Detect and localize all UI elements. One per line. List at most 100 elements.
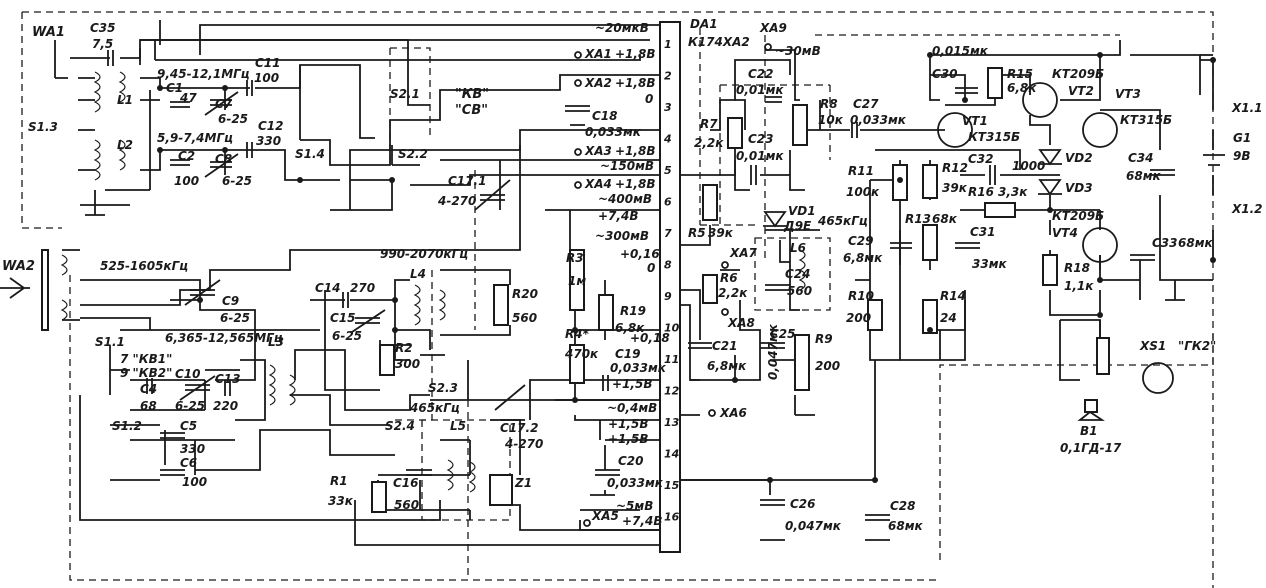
label-c6-value: 100: [182, 475, 207, 489]
label-c32-value: 1000: [1012, 159, 1045, 173]
label-v016: +0,16: [620, 247, 660, 261]
resistor-r12: [922, 164, 938, 199]
label-r11-value: 100к: [846, 185, 880, 199]
label-r19: R19: [620, 304, 646, 318]
label-kv2: 9 "КВ2": [120, 366, 172, 380]
label-v74b: +7,4В: [622, 514, 662, 528]
ic-pin-1: 1: [664, 38, 672, 51]
label-v18c: +1,8В: [615, 144, 655, 158]
label-c22-value: 0,01мк: [736, 83, 784, 97]
label-c172: C17.2: [500, 421, 538, 435]
ic-pin-9: 9: [664, 290, 672, 303]
label-r2: R2: [395, 341, 413, 355]
label-freq-1: 9,45-12,1МГц: [157, 67, 250, 81]
label-b1: B1: [1080, 424, 1098, 438]
label-r3: R3: [566, 251, 584, 265]
label-c27-value: 0,033мк: [850, 113, 907, 127]
label-r18: R18: [1064, 261, 1090, 275]
resistor-r4: [569, 344, 585, 384]
label-r8: R8: [820, 97, 838, 111]
label-c28: C28: [890, 499, 916, 513]
label-sv: "СВ": [455, 103, 488, 118]
resistor-r6: [702, 274, 718, 304]
label-v74: +7,4В: [598, 209, 638, 223]
label-c4: C4: [140, 382, 157, 396]
label-v30mv: ~30мВ: [775, 44, 821, 58]
label-c9: C9: [222, 294, 239, 308]
ic-pin-14: 14: [664, 448, 679, 461]
label-c8: C8: [215, 152, 232, 166]
label-c35-value: 7,5: [92, 37, 113, 51]
label-vt2-type: КТ209Б: [1052, 67, 1104, 81]
label-v04: ~0,4мВ: [607, 401, 657, 415]
label-c4-value: 68: [140, 399, 157, 413]
label-c15: C15: [330, 311, 356, 325]
resistor-r18: [1042, 254, 1058, 286]
label-c171-value: 4-270: [437, 194, 476, 208]
label-s14: S1.4: [295, 147, 325, 161]
label-c19: C19: [615, 347, 641, 361]
label-xa2: ХА2: [584, 76, 612, 90]
label-v18b: +1,8В: [615, 76, 655, 90]
label-l4: L4: [410, 267, 426, 281]
label-r10: R10: [848, 289, 874, 303]
label-c34-value: 68мк: [1126, 169, 1162, 183]
label-c1-value: 47: [179, 91, 197, 105]
label-vt2: VT2: [1068, 84, 1094, 98]
ic-pin-15: 15: [664, 479, 680, 492]
label-l5: L5: [450, 419, 466, 433]
label-vd3: VD3: [1065, 181, 1093, 195]
resistor-r9: [794, 334, 810, 391]
label-c6: C6: [180, 456, 197, 470]
label-xa3: ХА3: [584, 144, 612, 158]
label-c31: C31: [970, 225, 996, 239]
label-r7-value: 2,2к: [694, 136, 724, 150]
label-vd2: VD2: [1065, 151, 1093, 165]
label-c31-value: 33мк: [972, 257, 1008, 271]
label-r2-value: 300: [395, 357, 420, 371]
resistor-r10: [867, 299, 883, 331]
label-l3: L3: [268, 335, 284, 349]
label-c24-value: 560: [787, 284, 812, 298]
label-v5mv: ~5мВ: [616, 499, 653, 513]
label-r15-value: 6,8к: [1007, 81, 1037, 95]
resistor-r19: [598, 294, 614, 331]
label-kv: "КВ": [455, 87, 489, 102]
label-v400: ~400мВ: [598, 192, 652, 206]
label-c19-value: 0,033мк: [610, 361, 667, 375]
label-c35: C35: [90, 21, 116, 35]
label-c8-value: 6-25: [222, 174, 252, 188]
label-c11: C11: [255, 56, 281, 70]
label-c22: C22: [748, 67, 774, 81]
label-r6: R6: [720, 271, 738, 285]
label-freq-4: 990-2070кГц: [380, 247, 468, 261]
ic-pin-12: 12: [664, 385, 680, 398]
label-r9-value: 200: [815, 359, 840, 373]
resistor-r13: [922, 224, 938, 261]
label-f465a: 465кГц: [409, 401, 460, 415]
label-x12: X1.2: [1231, 202, 1263, 216]
label-c7: C7: [215, 97, 233, 111]
label-r1-value: 33к: [328, 494, 354, 508]
ic-pin-13: 13: [664, 416, 680, 429]
label-c29: C29: [848, 234, 874, 248]
label-c24: C24: [785, 267, 811, 281]
label-c5: C5: [180, 419, 197, 433]
label-r15: R15: [1007, 67, 1033, 81]
label-r14-value: 24: [940, 311, 957, 325]
label-s22: S2.2: [398, 147, 428, 161]
label-c14: C14: [315, 281, 341, 295]
label-r13: R13: [905, 212, 931, 226]
label-v150: ~150мВ: [600, 159, 654, 173]
label-c32: C32: [968, 152, 994, 166]
ic-pin-4: 4: [663, 133, 672, 146]
label-c25-value: 0,047мк: [766, 323, 780, 380]
label-freq-2: 5,9-7,4МГц: [157, 131, 233, 145]
resistor-r7: [727, 117, 743, 149]
label-r16-value: 3,3к: [998, 185, 1028, 199]
label-xa9: ХА9: [759, 21, 787, 35]
label-v15b: +1,5В: [608, 417, 648, 431]
label-c13-value: 220: [213, 399, 238, 413]
label-xa4: ХА4: [584, 177, 612, 191]
label-vt1-type: КТ315Б: [968, 130, 1020, 144]
